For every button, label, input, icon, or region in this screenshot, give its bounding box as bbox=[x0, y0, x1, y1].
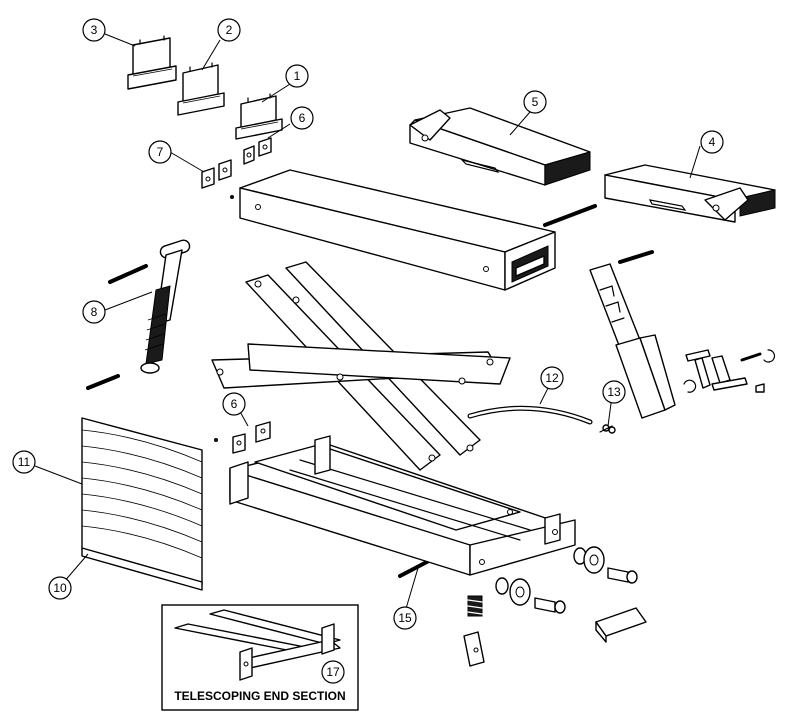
callout-13: 13 bbox=[602, 380, 626, 404]
vertical-bracket bbox=[589, 263, 676, 419]
scissor-arms bbox=[211, 261, 511, 471]
svg-text:12: 12 bbox=[545, 371, 559, 385]
leader-lines bbox=[34, 33, 701, 613]
callout-11: 11 bbox=[12, 450, 36, 474]
cover-rail-10 bbox=[81, 547, 203, 591]
pad-set-6-top bbox=[243, 137, 272, 165]
handle-lever-8 bbox=[140, 239, 191, 374]
roller-set bbox=[495, 546, 638, 614]
svg-text:17: 17 bbox=[326, 665, 340, 679]
slide-plate-3 bbox=[127, 35, 177, 90]
callout-6-top: 6 bbox=[290, 106, 314, 130]
clamp-parts bbox=[683, 349, 776, 393]
callout-15: 15 bbox=[393, 606, 417, 630]
callout-1: 1 bbox=[285, 64, 309, 88]
svg-text:3: 3 bbox=[91, 23, 98, 37]
svg-text:6: 6 bbox=[231, 397, 238, 411]
block-bushing bbox=[463, 631, 485, 667]
svg-text:11: 11 bbox=[18, 455, 31, 469]
spring bbox=[467, 595, 483, 617]
svg-text:13: 13 bbox=[607, 385, 621, 399]
inset-caption: TELESCOPING END SECTION bbox=[174, 689, 345, 703]
svg-text:1: 1 bbox=[294, 69, 301, 83]
svg-text:5: 5 bbox=[532, 95, 539, 109]
svg-text:4: 4 bbox=[709, 135, 716, 149]
pad-set-7 bbox=[201, 159, 234, 199]
telescoping-channel-4 bbox=[604, 164, 776, 223]
corrugated-cover-11 bbox=[81, 417, 203, 586]
slide-plate-1 bbox=[235, 93, 283, 140]
callout-10: 10 bbox=[48, 576, 72, 600]
telescoping-channel-5 bbox=[409, 107, 591, 186]
callout-8: 8 bbox=[82, 300, 106, 324]
pad-set-6-lower bbox=[214, 421, 271, 454]
callout-12: 12 bbox=[540, 366, 564, 390]
svg-text:7: 7 bbox=[157, 145, 164, 159]
main-channel-beam bbox=[239, 169, 556, 291]
callout-7: 7 bbox=[148, 140, 172, 164]
callout-6-lower: 6 bbox=[222, 392, 246, 416]
base-frame bbox=[229, 435, 576, 576]
svg-text:15: 15 bbox=[398, 611, 412, 625]
callout-3: 3 bbox=[82, 18, 106, 42]
slide-plate-2 bbox=[177, 62, 225, 116]
svg-text:10: 10 bbox=[53, 581, 67, 595]
svg-text:8: 8 bbox=[91, 305, 98, 319]
svg-text:6: 6 bbox=[299, 111, 306, 125]
inset-telescoping-end-section bbox=[161, 604, 359, 711]
callout-17: 17 bbox=[321, 660, 345, 684]
angle-bracket bbox=[595, 607, 647, 643]
screw-13 bbox=[599, 424, 616, 434]
callout-2: 2 bbox=[217, 18, 241, 42]
callout-5: 5 bbox=[523, 90, 547, 114]
callout-4: 4 bbox=[700, 130, 724, 154]
svg-text:2: 2 bbox=[226, 23, 233, 37]
